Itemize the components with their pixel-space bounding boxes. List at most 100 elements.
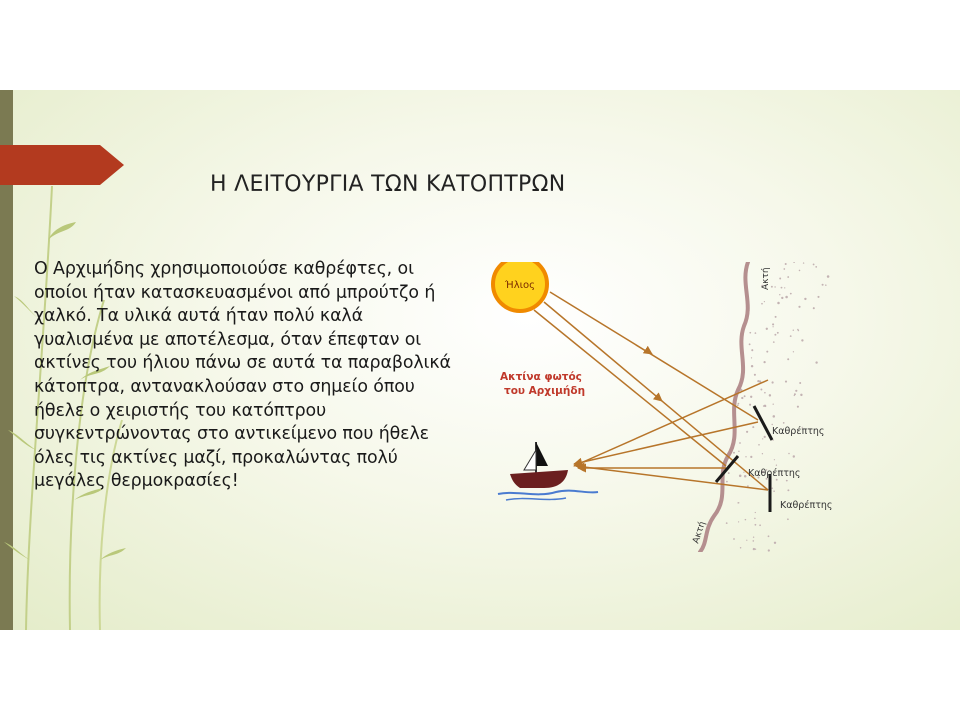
sand-speck bbox=[763, 360, 766, 364]
sand-speck bbox=[744, 518, 747, 521]
sand-speck bbox=[754, 548, 757, 550]
sand-speck bbox=[726, 480, 728, 483]
slide: Η ΛΕΙΤΟΥΡΓΙΑ ΤΩΝ ΚΑΤΟΠΤΡΩΝ Ο Αρχιμήδης χ… bbox=[0, 90, 960, 630]
sand-speck bbox=[779, 277, 782, 280]
sand-speck bbox=[780, 286, 783, 289]
sand-speck bbox=[772, 439, 774, 441]
sand-speck bbox=[754, 511, 756, 514]
sand-speck bbox=[733, 538, 735, 540]
sand-speck bbox=[738, 474, 742, 478]
mirror-label-1: Καθρέπτης bbox=[772, 426, 825, 437]
sand-speck bbox=[764, 285, 767, 287]
sand-speck bbox=[771, 381, 774, 384]
sand-speck bbox=[773, 490, 775, 492]
sand-speck bbox=[772, 415, 776, 418]
sand-speck bbox=[792, 351, 795, 353]
incident-ray-arrow-1 bbox=[642, 345, 653, 355]
sand-speck bbox=[749, 331, 752, 334]
sand-speck bbox=[801, 426, 803, 428]
ray-label-line2: του Αρχιμήδη bbox=[504, 385, 585, 397]
sand-speck bbox=[751, 349, 754, 352]
sand-speck bbox=[766, 350, 769, 353]
sand-speck bbox=[804, 297, 807, 301]
sand-speck bbox=[781, 296, 784, 300]
stem-1 bbox=[25, 185, 53, 630]
slide-body-text: Ο Αρχιμήδης χρησιμοποιούσε καθρέφτες, οι… bbox=[34, 259, 451, 492]
sand-speck bbox=[737, 521, 740, 523]
sand-speck bbox=[770, 285, 773, 288]
sand-speck bbox=[801, 339, 804, 342]
slide-left-bar bbox=[0, 90, 13, 630]
sand-speck bbox=[727, 472, 730, 475]
sun-circle bbox=[491, 262, 549, 313]
sand-speck bbox=[776, 331, 779, 334]
mirrors-diagram: ΑκτήΑκτήΚαθρέπτηςΚαθρέπτηςΚαθρέπτηςΑκτίν… bbox=[491, 262, 833, 552]
mirror-label-2: Καθρέπτης bbox=[780, 500, 833, 511]
sand-speck bbox=[764, 391, 766, 394]
sand-speck bbox=[821, 283, 824, 286]
sand-speck bbox=[753, 373, 756, 376]
sand-speck bbox=[772, 326, 774, 328]
sand-speck bbox=[763, 435, 766, 439]
sand-speck bbox=[796, 405, 799, 408]
sand-speck bbox=[817, 295, 820, 298]
sand-speck bbox=[787, 358, 790, 361]
incident-ray-1 bbox=[549, 291, 759, 421]
sand-speck bbox=[793, 262, 796, 263]
sand-speck bbox=[798, 305, 801, 308]
ship-sail-dark bbox=[536, 442, 548, 466]
sand-speck bbox=[787, 276, 790, 278]
sand-speck bbox=[746, 539, 748, 541]
sand-speck bbox=[789, 335, 792, 337]
slide-title: Η ΛΕΙΤΟΥΡΓΙΑ ΤΩΝ ΚΑΤΟΠΤΡΩΝ bbox=[210, 172, 566, 197]
sand-speck bbox=[752, 540, 755, 542]
sand-speck bbox=[759, 524, 761, 527]
sand-speck bbox=[758, 443, 760, 446]
sand-speck bbox=[758, 380, 762, 383]
sand-speck bbox=[764, 405, 767, 408]
sand-speck bbox=[784, 380, 788, 383]
ship-hull bbox=[510, 470, 568, 488]
sand-speck bbox=[767, 549, 770, 552]
sand-speck bbox=[773, 541, 777, 544]
sand-speck bbox=[774, 315, 777, 318]
sand-speck bbox=[743, 395, 746, 398]
sand-speck bbox=[798, 269, 801, 272]
leaf-7 bbox=[100, 548, 126, 560]
ray-label-line1: Ακτίνα φωτός bbox=[500, 371, 582, 383]
sand-speck bbox=[812, 263, 815, 266]
sand-speck bbox=[793, 393, 796, 396]
sand-speck bbox=[793, 394, 795, 397]
sand-speck bbox=[771, 423, 773, 426]
sand-speck bbox=[772, 341, 775, 343]
sand-speck bbox=[745, 456, 747, 458]
sand-speck bbox=[815, 361, 818, 364]
sand-speck bbox=[783, 268, 786, 270]
sand-speck bbox=[752, 536, 755, 538]
sand-speck bbox=[826, 275, 830, 278]
mirror-label-3: Καθρέπτης bbox=[748, 468, 801, 479]
sand-speck bbox=[754, 523, 757, 526]
sand-speck bbox=[748, 343, 751, 346]
ship-sail-light bbox=[523, 448, 537, 471]
sand-speck bbox=[738, 450, 740, 453]
reflected-ray-1 bbox=[573, 421, 759, 467]
sand-speck bbox=[733, 451, 735, 454]
sand-speck bbox=[777, 301, 780, 305]
sand-speck bbox=[743, 475, 747, 478]
reflected-ray-4 bbox=[573, 379, 769, 467]
sand-speck bbox=[739, 442, 741, 444]
sand-speck bbox=[750, 364, 754, 368]
sand-speck bbox=[749, 403, 752, 406]
sand-speck bbox=[774, 286, 776, 288]
sand-speck bbox=[785, 479, 788, 482]
sand-speck bbox=[768, 394, 772, 397]
leaf-5 bbox=[74, 488, 104, 500]
sun-label: Ήλιος bbox=[504, 279, 535, 291]
sand-speck bbox=[765, 477, 768, 480]
leaf-3 bbox=[80, 366, 110, 380]
stem-3 bbox=[98, 419, 123, 630]
sand-speck bbox=[761, 284, 764, 287]
sand-speck bbox=[782, 422, 785, 424]
reflected-ray-2 bbox=[575, 462, 769, 491]
